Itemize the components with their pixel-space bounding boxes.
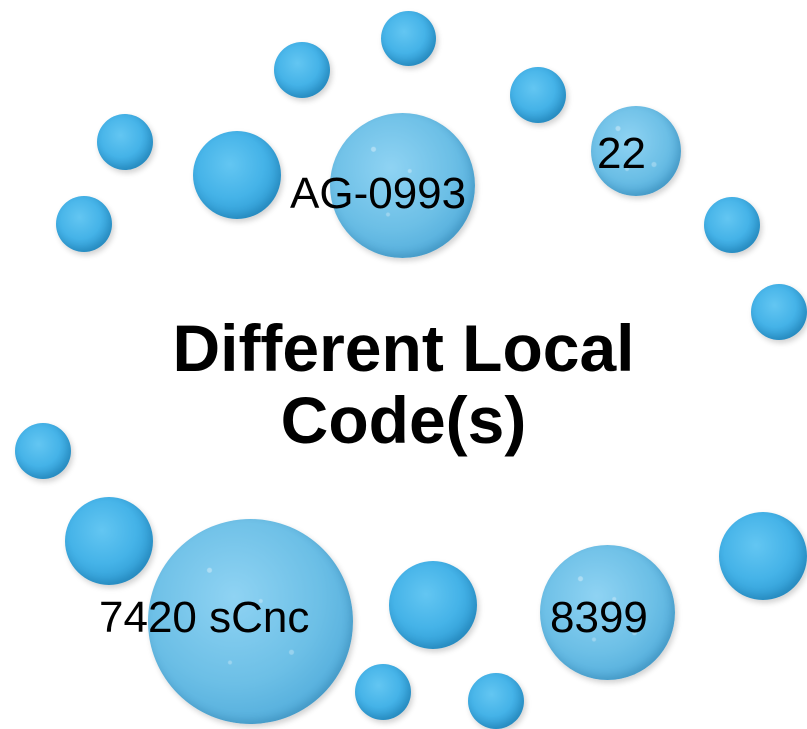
bubble-decor [381,11,436,66]
title-block: Different Local Code(s) [0,312,807,456]
bubble-medium-bottom-right [540,545,675,680]
bubble-decor [274,42,330,98]
bubble-decor [751,284,807,340]
title-line-1: Different Local [172,311,635,385]
bubble-decor [704,197,760,253]
bubble-decor [468,673,524,729]
bubble-decor [65,497,153,585]
bubble-large-bottom-left [148,519,353,724]
bubble-large-top [330,113,475,258]
bubble-decor [15,423,71,479]
bubble-decor [193,131,281,219]
label-bottom-right: 8399 [550,593,648,642]
label-top-right: 22 [597,129,646,178]
bubble-small-top-right [591,106,681,196]
title-line-2: Code(s) [280,383,527,457]
bubble-decor [355,664,411,720]
bubble-decor [389,561,477,649]
bubble-decor [56,196,112,252]
bubble-decor [510,67,566,123]
label-bottom-left: 7420 sCnc [99,593,310,642]
bubble-decor [719,512,807,600]
label-top-center: AG-0993 [290,169,467,218]
bubble-decor [97,114,153,170]
